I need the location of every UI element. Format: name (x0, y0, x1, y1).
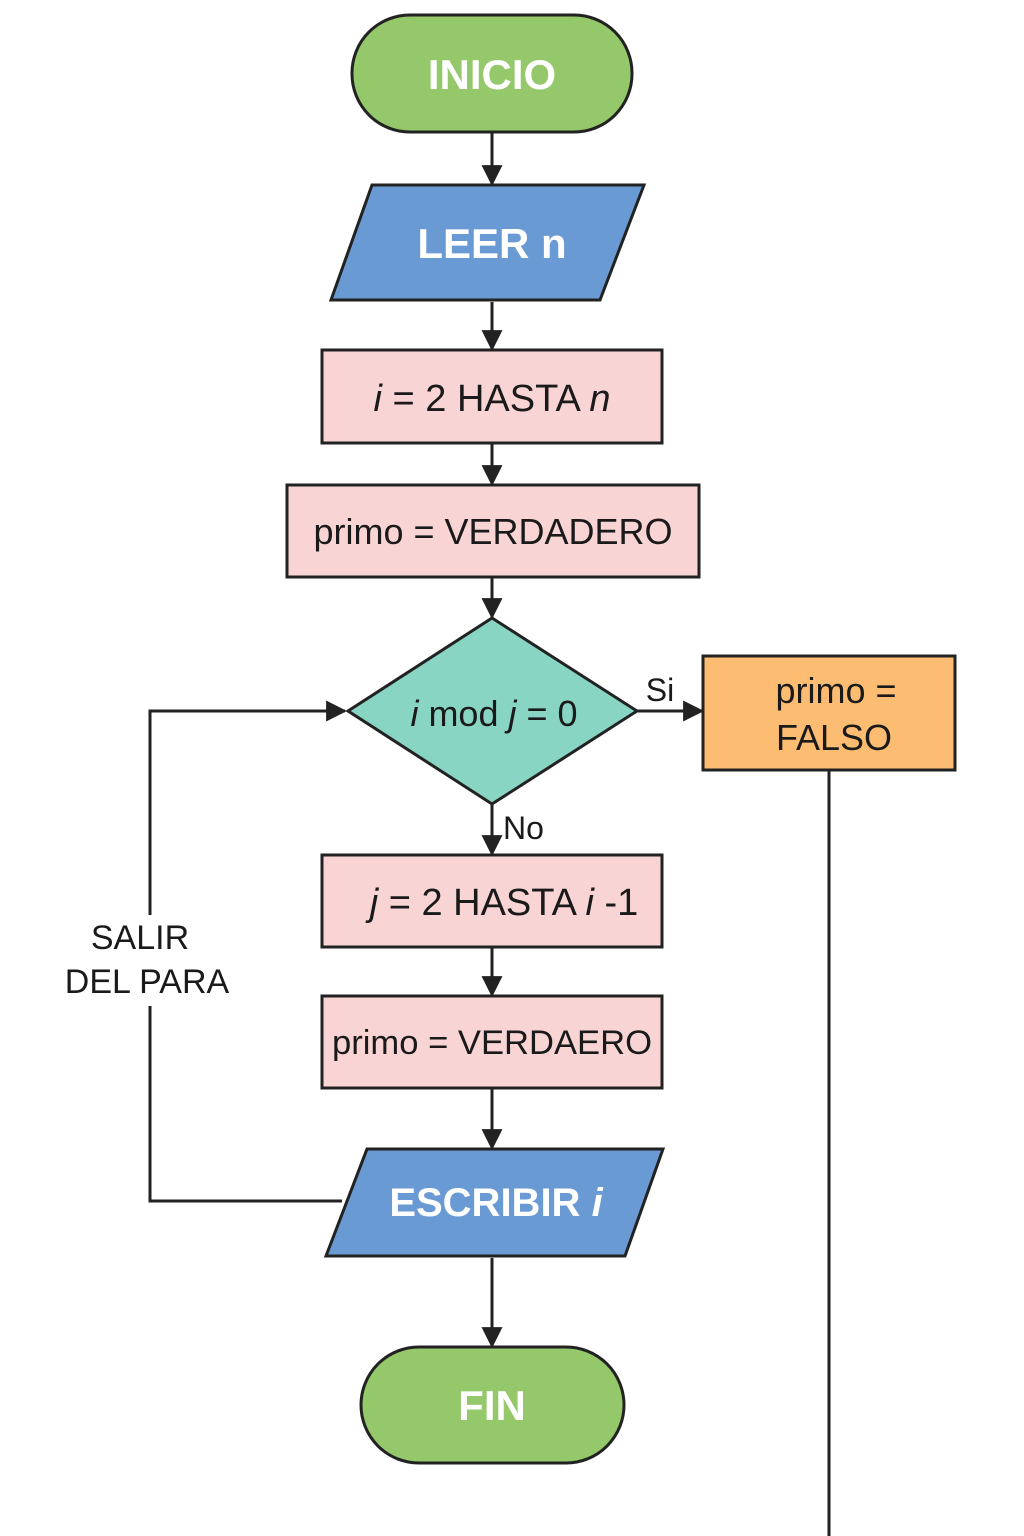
primo-falso-line1: primo = (775, 670, 896, 711)
inicio-label: INICIO (428, 51, 556, 98)
io-shape (328, 183, 647, 302)
edge-label-salir-line2: DEL PARA (65, 963, 230, 1001)
primo-falso-line2: FALSO (776, 717, 892, 758)
edge-label-no: No (503, 810, 544, 846)
edge-label-si: Si (646, 672, 674, 708)
node-fin: FIN (359, 1345, 626, 1465)
edge-labels: Si No SALIR DEL PARA (65, 672, 674, 1001)
terminal-shape (359, 1345, 626, 1465)
process-shape (320, 994, 664, 1090)
process-alt-shape (701, 654, 957, 772)
node-primo-verdaero: primo = VERDAERO (320, 994, 664, 1090)
primo-verdaero-label: primo = VERDAERO (332, 1024, 652, 1062)
para-i-label: i = 2 HASTA n (374, 378, 611, 420)
edges (148, 133, 831, 1536)
node-primo-falso: primo = FALSO (701, 654, 957, 772)
io-shape (323, 1147, 666, 1258)
para-j-label: j = 2 HASTA i -1 (365, 882, 639, 924)
process-shape (320, 853, 664, 949)
node-para-j: j = 2 HASTA i -1 (320, 853, 664, 949)
node-leer-n: LEER n (328, 183, 647, 302)
node-para-i: i = 2 HASTA n (320, 348, 664, 445)
node-inicio: INICIO (350, 13, 634, 134)
terminal-shape (350, 13, 634, 134)
process-shape (320, 348, 664, 445)
decision-shape (345, 616, 640, 806)
decision-label: i mod j = 0 (410, 693, 577, 734)
escribir-i-label: ESCRIBIR i (389, 1181, 603, 1225)
leer-n-label: LEER n (417, 220, 566, 267)
node-primo-verdadero: primo = VERDADERO (285, 483, 701, 579)
primo-verdadero-label: primo = VERDADERO (313, 511, 672, 552)
process-shape (285, 483, 701, 579)
edge-label-salir-line1: SALIR (91, 919, 189, 957)
node-escribir-i: ESCRIBIR i (323, 1147, 666, 1258)
node-decision: i mod j = 0 (345, 616, 640, 806)
fin-label: FIN (458, 1382, 526, 1429)
edge-loop-salir-upper (148, 700, 348, 915)
edge-loop-salir-lower (148, 1006, 342, 1203)
